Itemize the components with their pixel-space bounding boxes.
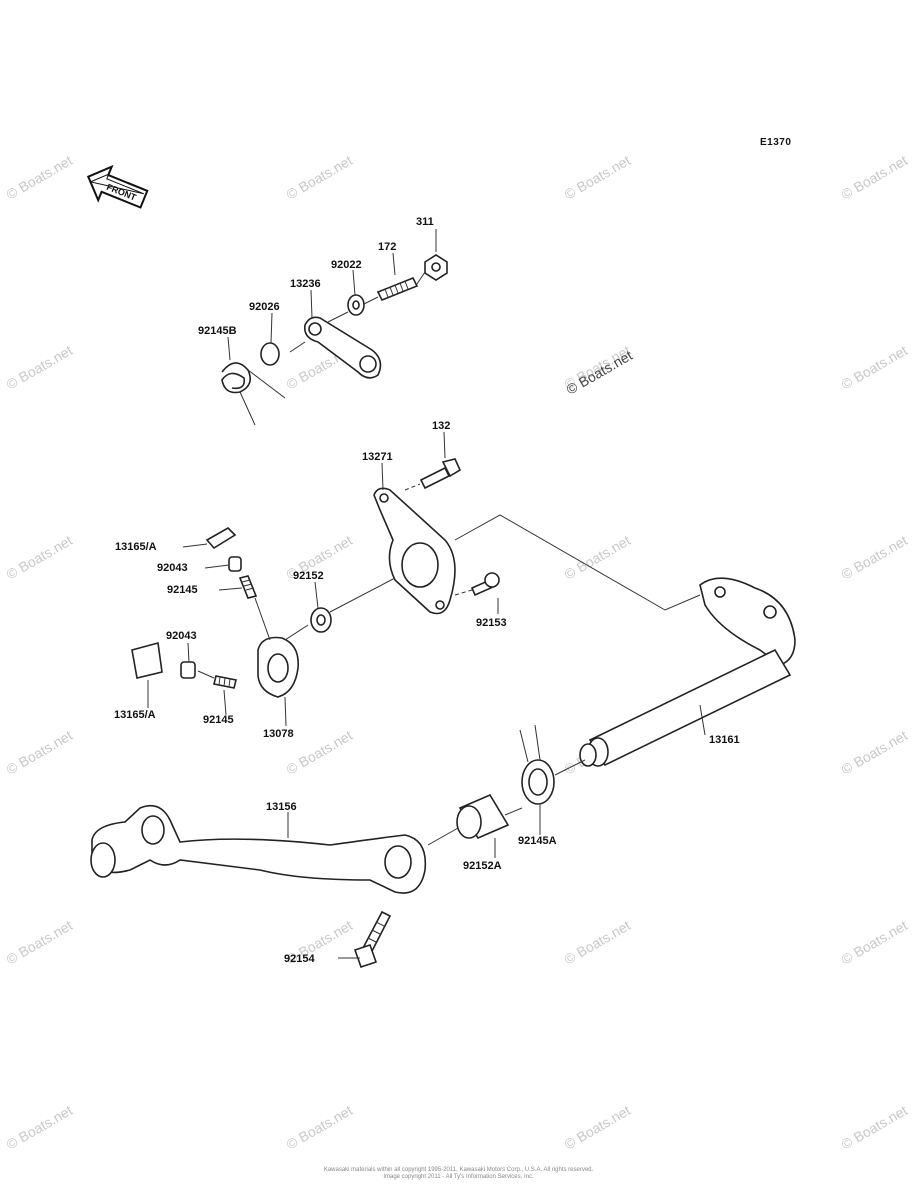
label-13078: 13078 [263, 728, 294, 740]
watermark: © Boats.net [562, 152, 634, 203]
watermark: © Boats.net [284, 727, 356, 778]
watermark: © Boats.net [562, 1102, 634, 1153]
label-92145-lower: 92145 [203, 714, 234, 726]
copyright-line-2: Image copyright 2011 - All Ty's Informat… [383, 1174, 534, 1180]
label-92152A: 92152A [463, 860, 502, 872]
part-92152-washer [310, 607, 332, 633]
label-92043-upper: 92043 [157, 562, 188, 574]
label-172: 172 [378, 241, 396, 253]
front-arrow-icon: FRONT [86, 164, 149, 209]
label-13161: 13161 [709, 734, 740, 746]
watermark: © Boats.net [839, 727, 911, 778]
part-92043-lower-pin [180, 661, 196, 679]
part-13156-pedal [90, 804, 427, 894]
part-172-stud [376, 276, 419, 302]
label-92153: 92153 [476, 617, 507, 629]
label-13156: 13156 [266, 801, 297, 813]
watermark: © Boats.net [284, 1102, 356, 1153]
label-92026: 92026 [249, 301, 280, 313]
label-13165A-lower: 13165/A [114, 709, 156, 721]
part-13165A-upper-pin [205, 527, 237, 550]
watermark: © Boats.net [4, 342, 76, 393]
part-92043-upper-pin [228, 556, 242, 572]
label-13165A-upper: 13165/A [115, 541, 157, 553]
label-92043-lower: 92043 [166, 630, 197, 642]
part-92152A-collar [456, 793, 510, 840]
part-13271-plate [373, 487, 456, 615]
watermark: © Boats.net [562, 917, 634, 968]
label-92152: 92152 [293, 570, 324, 582]
part-311-nut [424, 254, 448, 281]
label-92145A: 92145A [518, 835, 557, 847]
part-labels: 311 172 92022 13236 92026 92145B 132 132… [114, 216, 740, 965]
part-92145-lower-spring [213, 675, 237, 689]
watermark: © Boats.net [4, 917, 76, 968]
part-92145A-spring [519, 724, 555, 805]
watermark: © Boats.net [839, 152, 911, 203]
label-13236: 13236 [290, 278, 321, 290]
part-92153-screw [470, 572, 500, 597]
part-92145B-spring [221, 362, 286, 426]
part-13236-lever [303, 316, 382, 379]
leader-lines [147, 229, 706, 959]
part-13078-cam [257, 636, 299, 698]
watermark: © Boats.net [839, 917, 911, 968]
label-92022: 92022 [331, 259, 362, 271]
part-92022-washer [347, 294, 365, 316]
label-92154: 92154 [284, 953, 315, 965]
watermark: © Boats.net [284, 152, 356, 203]
part-13161-shift-shaft [579, 577, 796, 767]
part-92145-upper-spring [238, 575, 258, 599]
copyright-line-1: Kawasaki materials within all copyright … [323, 1167, 594, 1173]
label-13271: 13271 [362, 451, 393, 463]
part-92026-washer [260, 342, 280, 366]
part-13165A-lower-pin [131, 641, 163, 679]
label-132: 132 [432, 420, 450, 432]
watermark: © Boats.net [4, 1102, 76, 1153]
diagram-code: E1370 [760, 137, 792, 148]
watermark: © Boats.net [4, 727, 76, 778]
watermark: © Boats.net [4, 532, 76, 583]
part-132-bolt [419, 458, 462, 490]
label-311: 311 [416, 216, 434, 228]
watermark: © Boats.net [839, 532, 911, 583]
watermark: © Boats.net [4, 152, 76, 203]
watermark: © Boats.net [562, 532, 634, 583]
watermark: © Boats.net [839, 342, 911, 393]
part-92154-bolt [353, 910, 392, 969]
label-92145B: 92145B [198, 325, 237, 337]
watermark: © Boats.net [839, 1102, 911, 1153]
label-92145-upper: 92145 [167, 584, 198, 596]
